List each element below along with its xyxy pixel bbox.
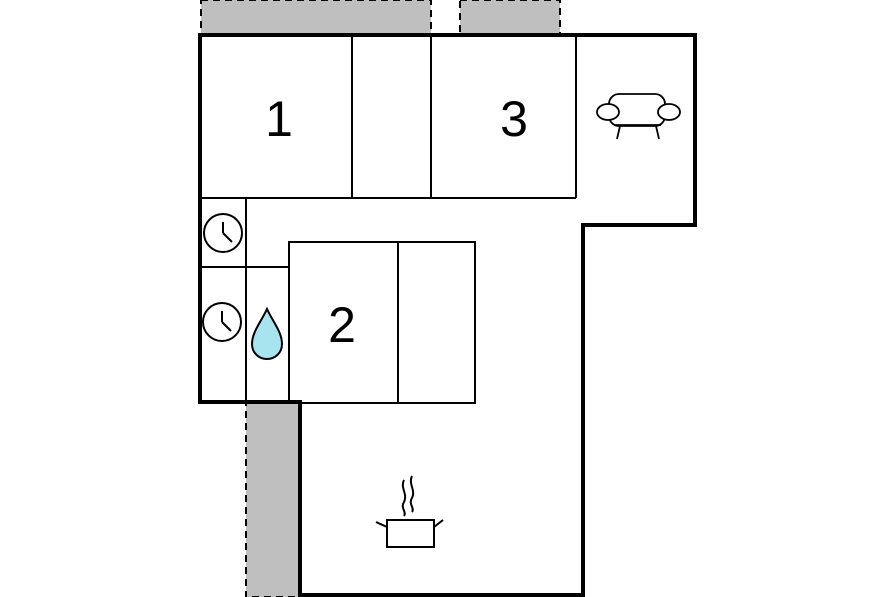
terrace-areas (200, 0, 561, 597)
cooking-pot-icon (375, 475, 444, 548)
outer-wall (198, 33, 697, 597)
room-label-2: 2 (328, 297, 356, 353)
interior-walls (200, 35, 577, 404)
water-drop-icon (250, 306, 284, 361)
clock-icon (203, 213, 243, 253)
terrace-top-right (459, 0, 561, 37)
terrace-bottom-left (245, 401, 300, 597)
sofa-icon (596, 93, 681, 140)
room-label-3: 3 (500, 91, 528, 147)
clock-icon (202, 302, 242, 342)
room-labels: 1 3 2 (265, 91, 528, 353)
terrace-top-left (200, 0, 432, 37)
room-label-1: 1 (265, 91, 293, 147)
